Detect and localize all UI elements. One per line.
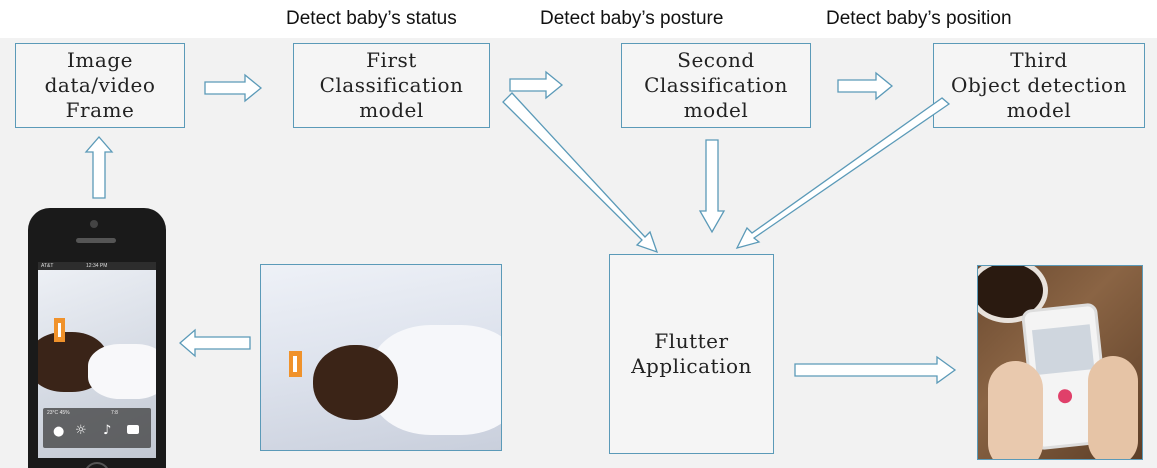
arrow-phone-to-image — [84, 136, 114, 199]
third-detection-box: Third Object detection model — [933, 43, 1145, 128]
label-detect-position: Detect baby’s position — [826, 8, 1012, 29]
first-classification-text: First Classification model — [319, 48, 464, 122]
microphone-icon: ● — [53, 424, 65, 439]
phone-temp: 23°C — [47, 410, 59, 416]
phone-camera — [90, 220, 98, 228]
phone-humidity: 45% — [59, 410, 70, 416]
arrow-photo-to-phone — [179, 328, 251, 358]
phone-time: 12:34 PM — [86, 263, 108, 269]
arrow-image-to-first — [204, 73, 263, 103]
left-hand — [988, 361, 1043, 459]
image-data-box: Image data/video Frame — [15, 43, 185, 128]
second-classification-text: Second Classification model — [644, 48, 788, 122]
image-data-box-text: Image data/video Frame — [44, 48, 156, 122]
arrow-second-to-flutter — [698, 139, 726, 234]
detection-marker — [54, 318, 65, 342]
arrow-second-to-third — [837, 71, 894, 101]
baby-blanket — [88, 344, 156, 399]
phone-extra: 7:8 — [110, 410, 118, 416]
third-detection-text: Third Object detection model — [951, 48, 1127, 122]
label-detect-status: Detect baby’s status — [286, 8, 457, 29]
flutter-application-text: Flutter Application — [631, 329, 752, 378]
baby-face — [313, 345, 398, 420]
arrow-first-to-second — [509, 70, 564, 100]
arrow-third-to-flutter — [735, 97, 951, 250]
arrow-first-to-flutter — [502, 92, 659, 254]
baby-photo — [260, 264, 502, 451]
detection-marker — [289, 351, 302, 377]
phone-carrier: AT&T — [41, 263, 54, 269]
phone-screen: AT&T 12:34 PM 23°C 45% 7:8 ● ☼ ♪ — [38, 262, 156, 458]
phone-image: AT&T 12:34 PM 23°C 45% 7:8 ● ☼ ♪ — [28, 208, 166, 468]
music-icon: ♪ — [103, 423, 112, 438]
phone-speaker — [76, 238, 116, 243]
hands-phone-photo — [977, 265, 1143, 460]
right-hand — [1088, 356, 1138, 459]
label-detect-posture: Detect baby’s posture — [540, 8, 724, 29]
phone-control-bar: 23°C 45% 7:8 ● ☼ ♪ — [43, 408, 151, 448]
camera-icon — [127, 425, 139, 434]
arrow-flutter-to-output — [794, 355, 957, 385]
flutter-application-box: Flutter Application — [609, 254, 774, 454]
brightness-icon: ☼ — [75, 423, 87, 438]
second-classification-box: Second Classification model — [621, 43, 811, 128]
phone-status-bar: AT&T 12:34 PM — [38, 262, 156, 270]
first-classification-box: First Classification model — [293, 43, 490, 128]
